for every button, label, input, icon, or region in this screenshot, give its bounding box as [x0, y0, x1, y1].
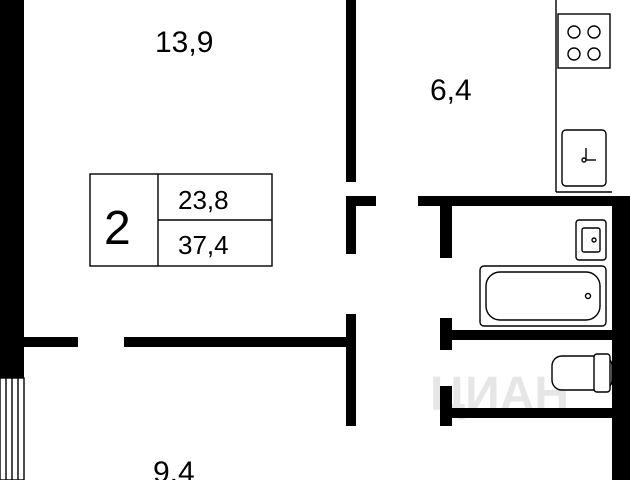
toilet-icon [551, 353, 613, 393]
right-outer-wall [612, 206, 630, 480]
toilet-left-wall [440, 386, 452, 426]
door-stub-left [346, 196, 376, 206]
kitchen-bottom-wall [418, 196, 630, 206]
room-wall-lower-stub [346, 196, 356, 254]
room-top-area-label: 13,9 [155, 26, 213, 59]
corridor-wall [346, 314, 356, 426]
kitchen-area-label: 6,4 [430, 74, 472, 107]
living-area-label: 23,8 [178, 185, 229, 215]
room-bottom-area-label: 9,4 [153, 456, 195, 480]
washbasin-icon [575, 219, 607, 261]
room-count-label: 2 [104, 202, 131, 255]
sink-icon [561, 129, 607, 187]
total-area-label: 37,4 [178, 230, 229, 260]
toilet-bottom-wall [440, 408, 630, 418]
bath-toilet-divider [440, 330, 630, 340]
rooms-divider-left [24, 337, 78, 347]
kitchen-counter [555, 0, 612, 193]
rooms-divider-right [124, 337, 356, 347]
summary-table: 2 23,8 37,4 [89, 173, 273, 267]
stove-icon [557, 13, 611, 69]
room-kitchen-wall [346, 0, 356, 182]
balcony-icon [0, 377, 25, 480]
left-outer-wall [0, 0, 24, 378]
bathtub-icon [479, 265, 607, 327]
bathroom-left-wall-upper [440, 196, 452, 258]
